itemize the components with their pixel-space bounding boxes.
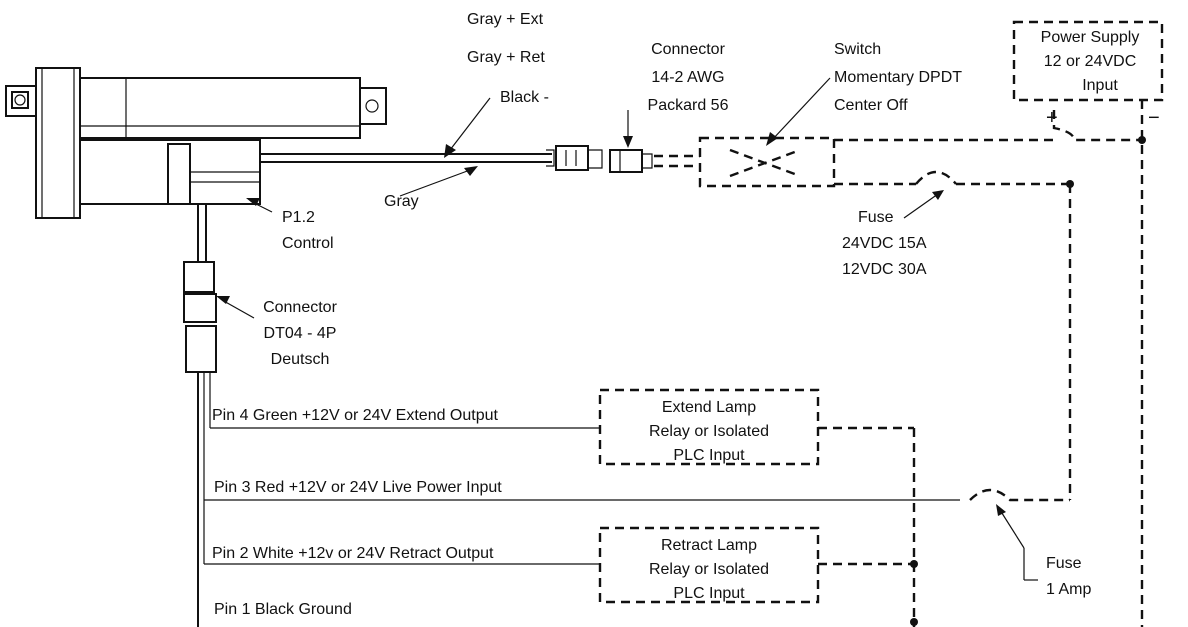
label-gray-ext: Gray + Ext (467, 11, 544, 28)
rear-clevis-hole (11, 91, 29, 109)
label-control: Control (282, 235, 334, 252)
front-rod-end (359, 87, 387, 125)
label-gray: Gray (384, 193, 419, 210)
label-switch-3: Center Off (834, 97, 908, 114)
label-black-neg: Black - (500, 89, 549, 106)
label-power-supply-3: Input (1082, 77, 1118, 94)
label-extend-lamp-3: PLC Input (673, 447, 745, 464)
linear-actuator (5, 67, 387, 219)
dt-boot-top (183, 261, 215, 293)
label-retract-lamp-1: Retract Lamp (661, 537, 757, 554)
label-power-supply-1: Power Supply (1041, 29, 1140, 46)
label-pin4: Pin 4 Green +12V or 24V Extend Output (212, 407, 499, 424)
label-fuse-small-2: 1 Amp (1046, 581, 1091, 598)
front-rod-hole (365, 99, 379, 113)
label-extend-lamp-2: Relay or Isolated (649, 423, 769, 440)
label-retract-lamp-2: Relay or Isolated (649, 561, 769, 578)
control-cable (183, 204, 960, 627)
label-connector-packard-1: Connector (651, 41, 725, 58)
label-switch-2: Momentary DPDT (834, 69, 962, 86)
label-connector-dt-2: DT04 - 4P (264, 325, 337, 342)
label-fuse-main-2: 24VDC 15A (842, 235, 927, 252)
packard-socket (609, 149, 643, 173)
label-minus: − (1148, 107, 1160, 129)
label-fuse-main-3: 12VDC 30A (842, 261, 927, 278)
retract-lamp-box (598, 526, 820, 604)
label-pin3: Pin 3 Red +12V or 24V Live Power Input (214, 479, 502, 496)
dashed-wiring (654, 20, 1164, 627)
label-gray-ret: Gray + Ret (467, 49, 545, 66)
label-extend-lamp-1: Extend Lamp (662, 399, 756, 416)
label-switch-1: Switch (834, 41, 881, 58)
label-p12: P1.2 (282, 209, 315, 226)
junction-dots (910, 136, 1146, 626)
motor-housing (35, 67, 81, 219)
label-connector-packard-3: Packard 56 (648, 97, 729, 114)
actuator-tube (79, 77, 361, 139)
packard-plug (555, 145, 589, 171)
label-retract-lamp-3: PLC Input (673, 585, 745, 602)
label-fuse-small-1: Fuse (1046, 555, 1082, 572)
label-fuse-main-1: Fuse (858, 209, 894, 226)
text-labels: Gray + Ext Gray + Ret Black - Gray P1.2 … (212, 11, 1160, 618)
label-pin2: Pin 2 White +12v or 24V Retract Output (212, 545, 494, 562)
label-pin1: Pin 1 Black Ground (214, 601, 352, 618)
leader-arrows (216, 77, 1038, 581)
power-supply-box (1012, 20, 1164, 102)
label-power-supply-2: 12 or 24VDC (1044, 53, 1137, 70)
dt-body (183, 293, 217, 323)
power-cable (260, 145, 653, 173)
dt-mating (185, 325, 217, 373)
label-plus: + (1046, 107, 1058, 129)
label-connector-packard-2: 14-2 AWG (651, 69, 724, 86)
extend-lamp-box (598, 388, 820, 466)
switch-box (698, 136, 836, 188)
label-connector-dt-3: Deutsch (271, 351, 330, 368)
rear-clevis-pin (14, 94, 26, 106)
label-connector-dt-1: Connector (263, 299, 337, 316)
